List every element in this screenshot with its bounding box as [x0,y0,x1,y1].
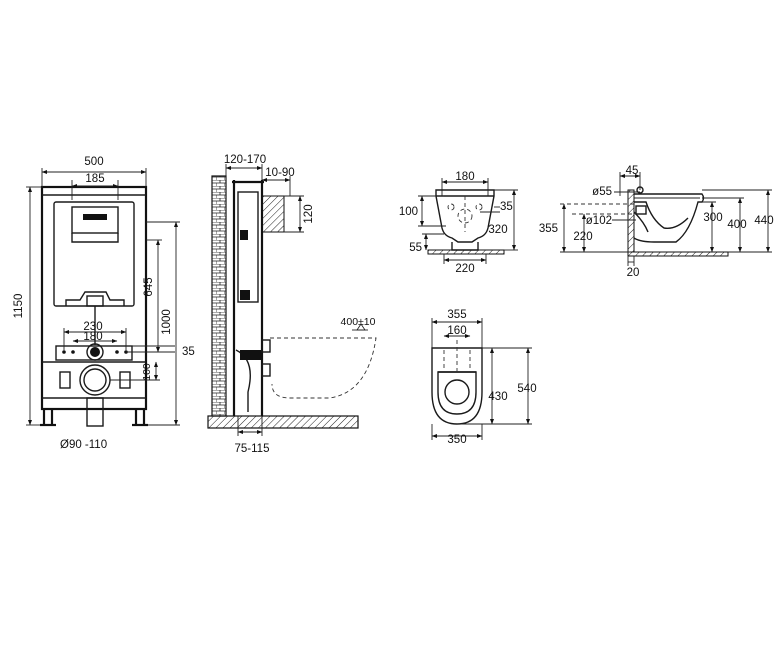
bowl-top-outline [431,347,483,425]
dim-355: 355 [539,223,558,235]
cistern-side [237,191,259,303]
wall-side [627,189,635,253]
dim-120-170: 120-170 [224,154,266,166]
dim-pipe: Ø90 -110 [60,439,107,451]
dim-645: 645 [143,277,155,296]
bowl-outline-dashed [270,337,377,399]
dim-540: 540 [517,383,536,395]
frame-front-view: 500 185 1150 1000 645 230 180 35 100 [13,156,195,451]
dim-d102: ø102 [586,215,612,227]
dim-1000: 1000 [161,309,173,335]
dim-d55: ø55 [592,186,612,198]
dim-355-top: 355 [447,309,466,321]
dim-500: 500 [84,156,103,168]
wall-section [211,175,227,417]
flush-plate-opening [71,206,119,234]
dim-350: 350 [447,434,466,446]
bowl-seat [437,371,477,415]
dim-180: 180 [83,331,102,343]
dim-230: 230 [83,321,102,333]
dim-430: 430 [488,391,507,403]
dim-300: 300 [703,212,722,224]
dim-75-115: 75-115 [235,443,270,455]
bowl-front-view: 180 100 55 35 320 220 [399,171,518,275]
dim-120-flush: 120 [303,204,315,223]
dim-35: 35 [182,346,195,358]
dim-35-bowl: 35 [500,201,513,213]
dim-320: 320 [488,224,507,236]
dim-440: 440 [754,215,773,227]
dim-220-bowl: 220 [455,263,474,275]
dim-45: 45 [626,165,639,177]
flush-button [83,214,107,220]
bowl-front-outline [435,189,495,243]
dim-160: 160 [447,325,466,337]
dim-55: 55 [409,242,422,254]
dim-400-height: 400±10 [341,316,376,328]
bowl-side-outline [633,193,705,243]
dim-180-bowl: 180 [455,171,474,183]
dim-100-bowl: 100 [399,206,418,218]
drain-pipe [86,397,104,427]
dim-1150: 1150 [13,294,25,319]
dim-20: 20 [627,267,640,279]
dim-400-side: 400 [727,219,746,231]
dim-100-frame: 100 [141,363,153,381]
frame-side-view: 400±10 120-170 10-90 120 75-115 [207,154,377,455]
dim-185: 185 [85,173,104,185]
bowl-side-view: 45 ø55 ø102 355 220 300 400 440 20 [539,165,774,279]
dim-220-side: 220 [573,231,592,243]
floor-section [207,415,359,429]
dim-10-90: 10-90 [265,167,294,179]
bowl-top-view: 355 160 430 540 350 [431,309,537,446]
bolt-center [90,347,100,357]
